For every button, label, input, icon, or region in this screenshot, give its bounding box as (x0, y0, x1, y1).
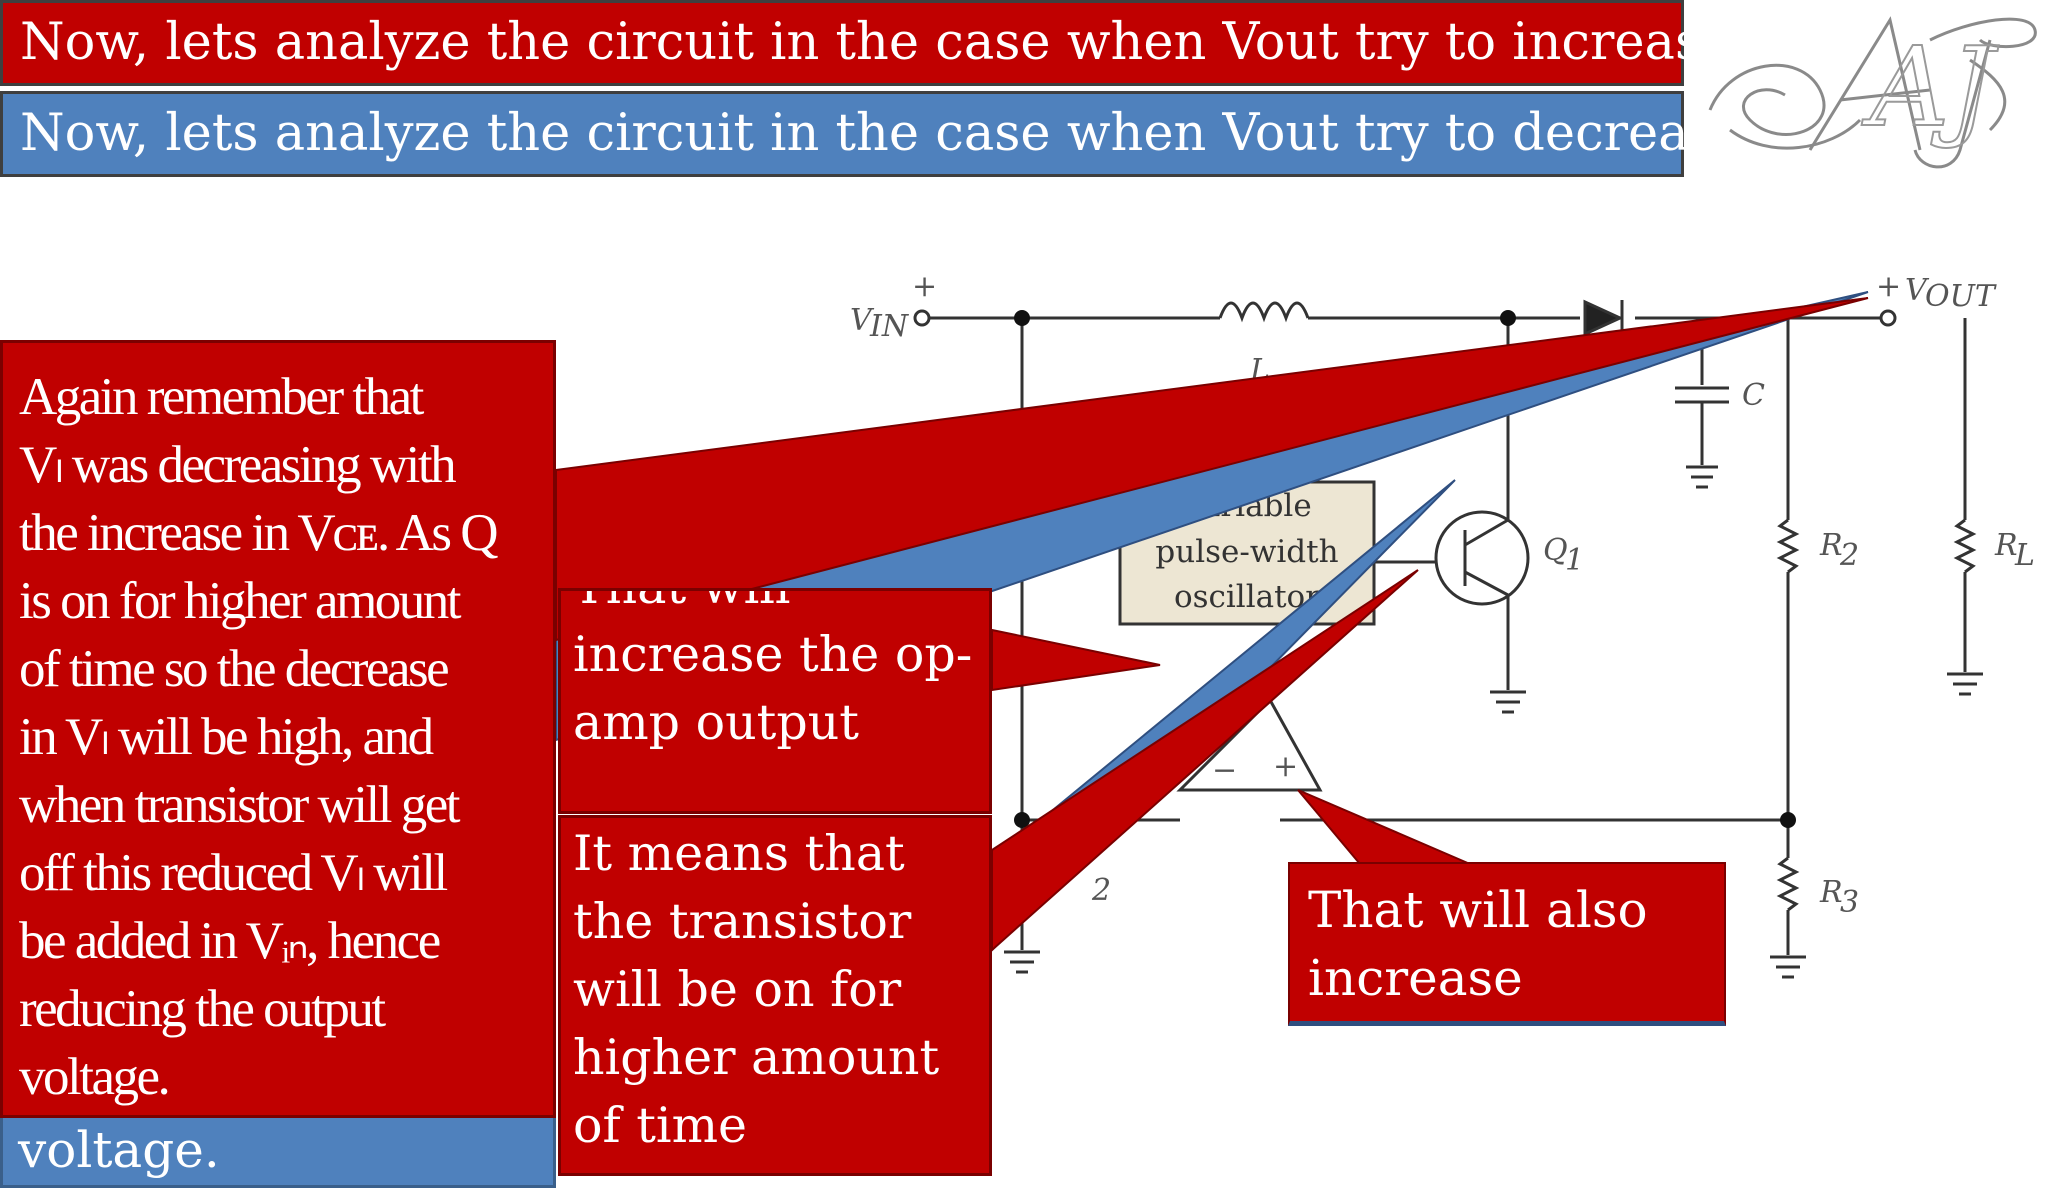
middle-bottom-line: It means that (573, 825, 905, 882)
middle-top-callout: That will increase the op- amp output (558, 588, 992, 814)
left-callout-line: is on for higher amount (19, 572, 462, 630)
title-bar-decrease: Now, lets analyze the circuit in the cas… (0, 91, 1745, 177)
left-callout-line: Again remember that (19, 368, 424, 426)
left-callout-line: reducing the output (19, 980, 386, 1038)
vout-sub: OUT (1925, 279, 1997, 314)
opamp-plus: + (1273, 749, 1298, 784)
left-callout-line: Vₗ was decreasing with (19, 436, 457, 494)
right-callout-line: That will also (1308, 881, 1648, 939)
middle-top-line: increase the op- (573, 626, 973, 683)
right-callout-line: increase (1308, 949, 1523, 1007)
oscillator-label-2: pulse-width (1155, 534, 1338, 570)
rl-label: R (1994, 528, 2018, 563)
left-callout-line: when transistor will get (19, 776, 461, 834)
r3-label: R (1819, 875, 1843, 910)
middle-bottom-callout: It means that the transistor will be on … (558, 815, 992, 1176)
d-sub: 2 (1091, 873, 1111, 908)
transistor-sub: 1 (1565, 543, 1584, 578)
left-callout-line: the increase in Vᴄᴇ. As Q (19, 504, 499, 562)
middle-bottom-line: the transistor (573, 893, 912, 950)
middle-bottom-line: will be on for (573, 961, 902, 1018)
left-callout: Again remember that Vₗ was decreasing wi… (0, 340, 556, 1118)
vout-plus: + (1876, 269, 1901, 304)
aj-logo: AJ (1708, 16, 2037, 169)
left-callout-line: of time so the decrease (19, 640, 450, 698)
vout-label: V (1905, 273, 1930, 308)
middle-bottom-line: of time (573, 1097, 748, 1154)
capacitor-label: C (1742, 378, 1765, 413)
rl-sub: L (2014, 538, 2035, 573)
left-callout-line: voltage. (19, 1048, 171, 1106)
pointer-red-right (1297, 789, 1471, 865)
middle-top-line: amp output (573, 694, 859, 751)
r2-label: R (1819, 528, 1843, 563)
vin-plus: + (912, 269, 937, 304)
pointer-red-large (555, 297, 1869, 642)
middle-bottom-line: higher amount (573, 1029, 940, 1086)
transistor-label: Q (1543, 533, 1568, 568)
right-callout: That will also increase (1288, 862, 1726, 1026)
r2-sub: 2 (1839, 538, 1859, 573)
vin-label: V (850, 303, 875, 338)
middle-top-line: That will (573, 591, 972, 621)
vin-sub: IN (869, 309, 910, 344)
pointer-red-mid (991, 569, 1419, 953)
left-callout-line: off this reduced Vₗ will (19, 844, 448, 902)
left-callout-behind-text: voltage. (18, 1121, 220, 1179)
title-bar-increase: Now, lets analyze the circuit in the cas… (0, 0, 1731, 86)
left-callout-line: in Vₗ will be high, and (19, 708, 434, 766)
left-callout-line: be added in Vᵢₙ, hence (19, 912, 441, 970)
r3-sub: 3 (1840, 885, 1859, 920)
oscillator-label-3: oscillator (1174, 579, 1320, 615)
opamp-minus: − (1212, 753, 1237, 788)
aj-logo-text: AJ (1861, 23, 1999, 151)
pointer-red-mid-top (991, 628, 1161, 692)
